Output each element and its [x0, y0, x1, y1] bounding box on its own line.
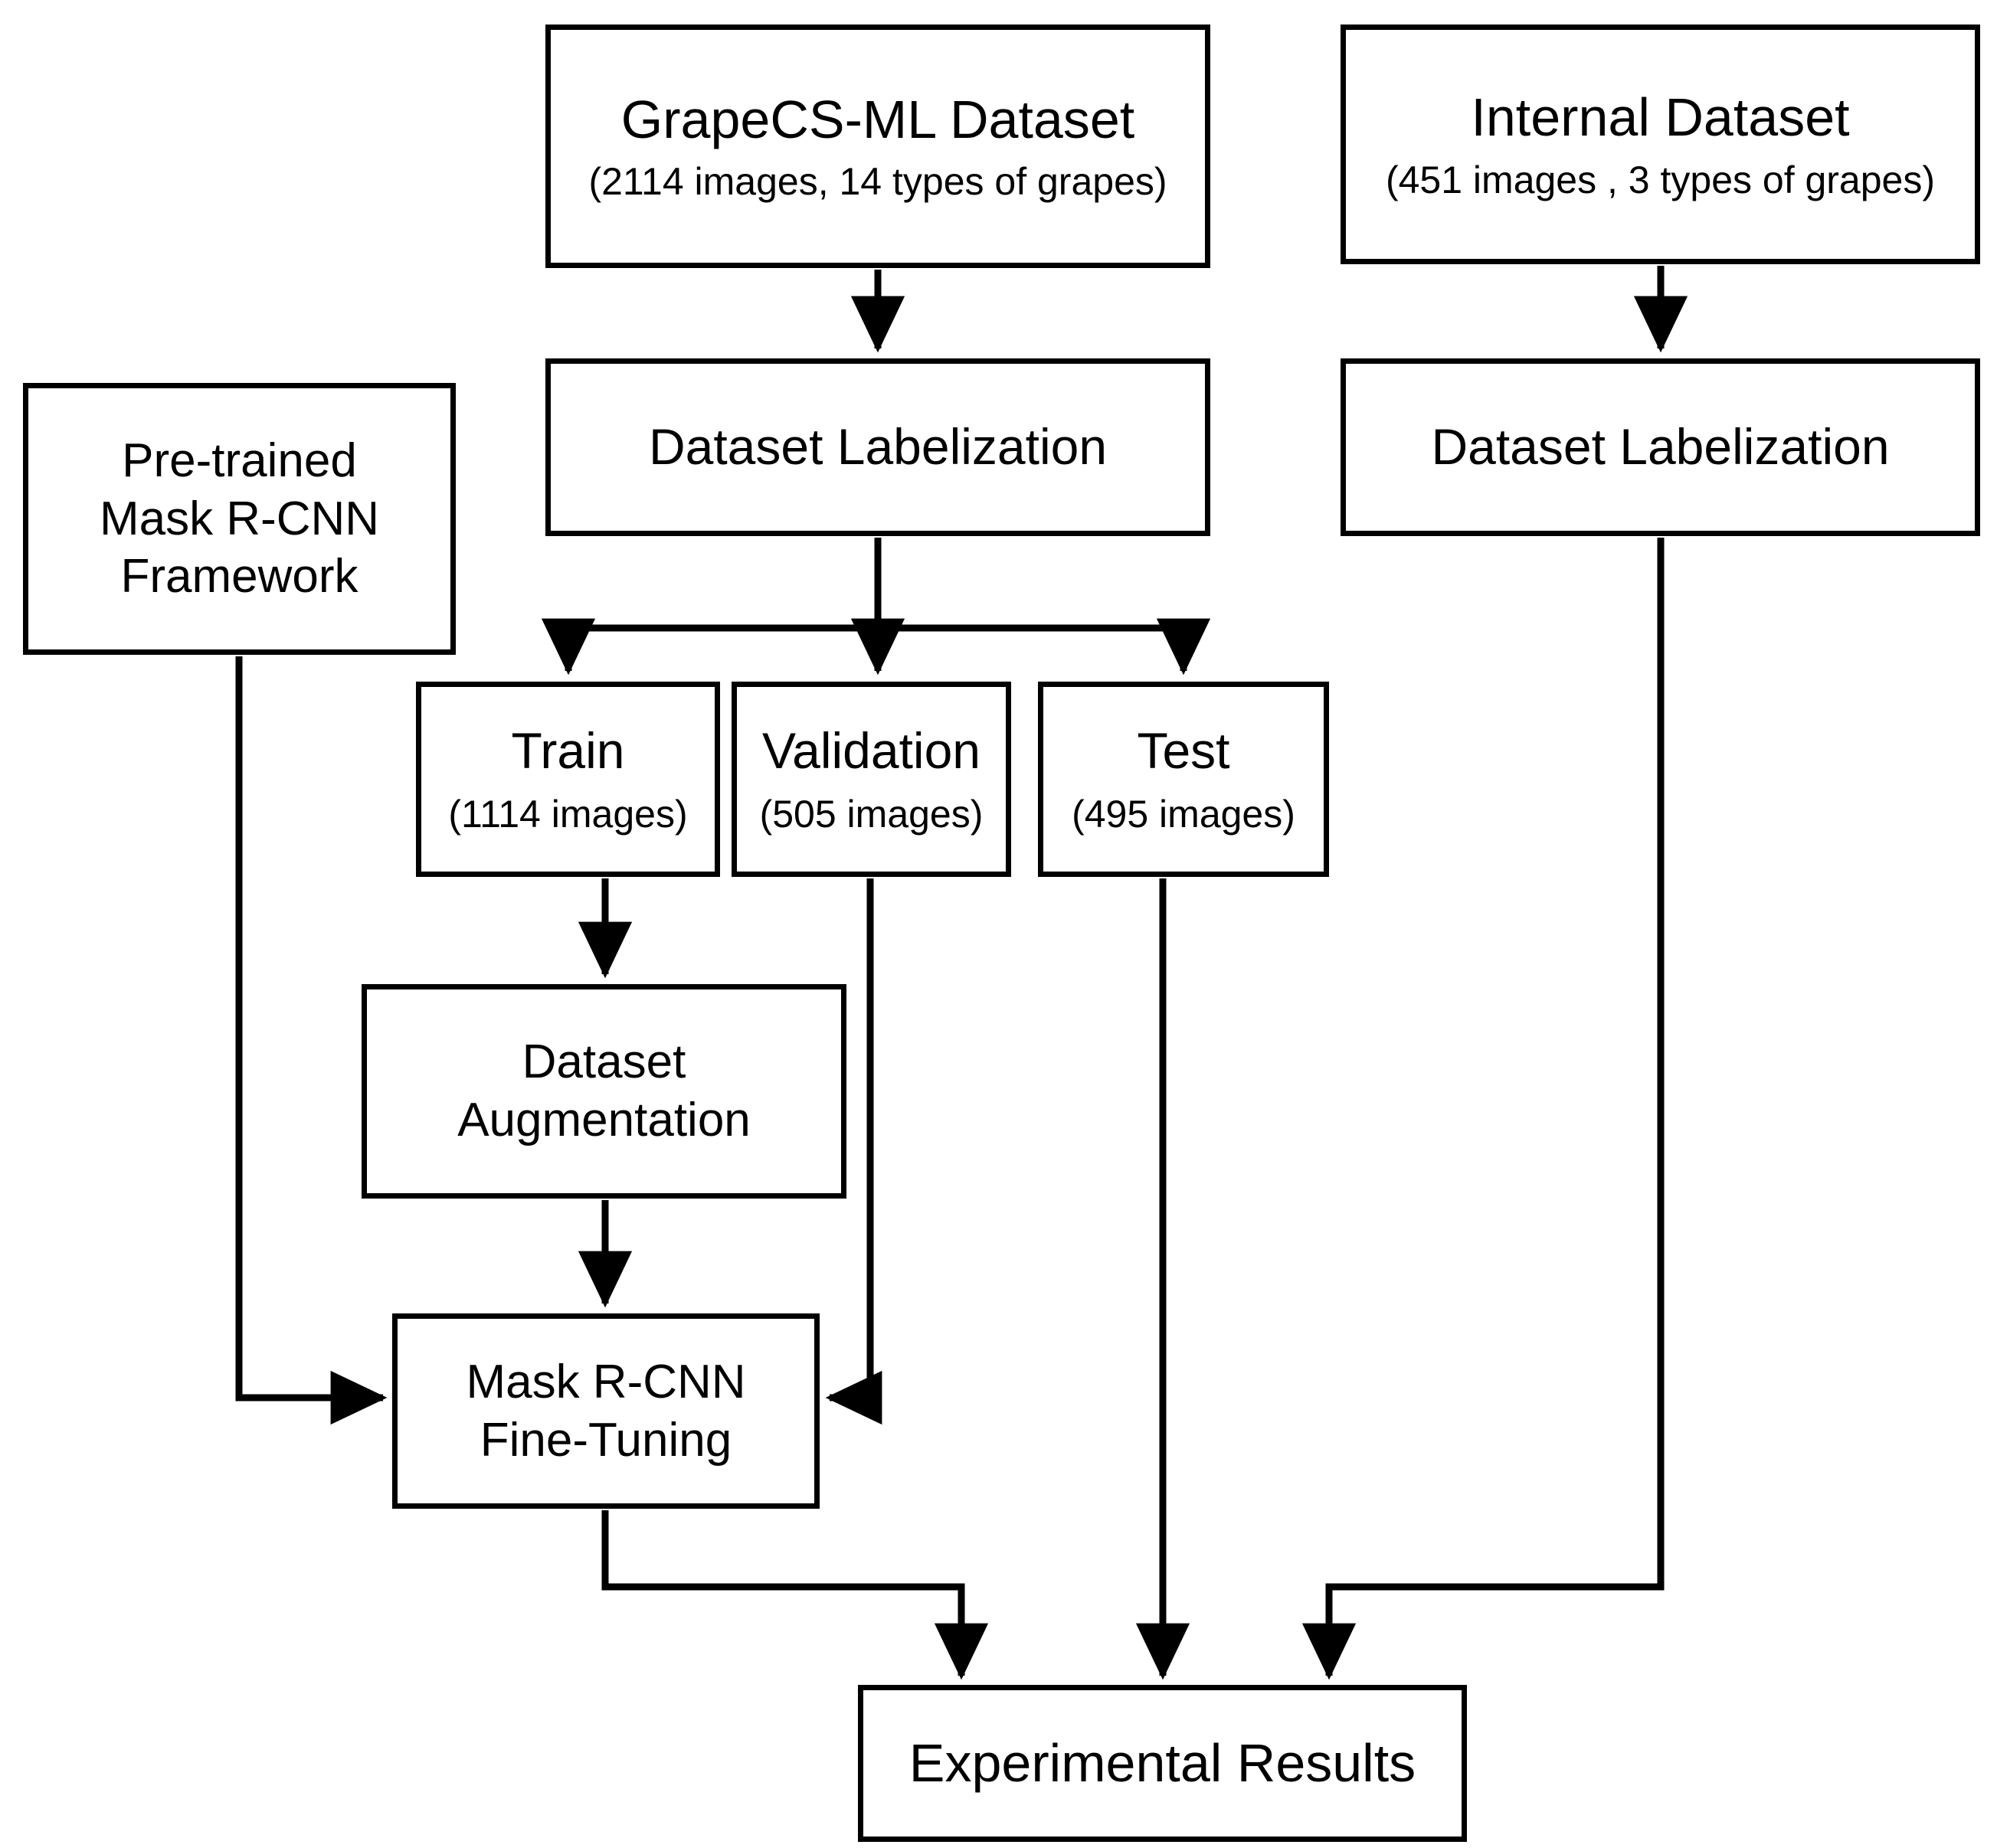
node-dataset-augmentation[interactable]: Dataset Augmentation	[362, 984, 846, 1199]
connector-group	[235, 266, 1688, 1680]
node-grapecs-ml-dataset[interactable]: GrapeCS-ML Dataset (2114 images, 14 type…	[545, 25, 1210, 268]
node-test-split[interactable]: Test (495 images)	[1038, 682, 1329, 877]
node-dataset-labelization-left[interactable]: Dataset Labelization	[545, 358, 1210, 536]
node-dataset-labelization-right[interactable]: Dataset Labelization	[1341, 358, 1980, 536]
node-title: Internal Dataset	[1471, 87, 1850, 148]
node-title-line-2: Mask R-CNN	[99, 492, 380, 545]
node-mask-rcnn-fine-tuning[interactable]: Mask R-CNN Fine-Tuning	[392, 1313, 820, 1509]
node-title-line-2: Fine-Tuning	[480, 1413, 732, 1467]
edge-pretrained-to-finetuning	[235, 656, 388, 1425]
edge-labelization-right-to-results	[1301, 538, 1665, 1680]
node-title: Test	[1137, 721, 1230, 779]
node-title-line-1: Mask R-CNN	[466, 1355, 746, 1408]
edge-validation-to-finetuning	[825, 878, 882, 1425]
node-title: Experimental Results	[908, 1733, 1416, 1794]
node-title: GrapeCS-ML Dataset	[620, 89, 1135, 149]
node-subtitle: (451 images , 3 types of grapes)	[1385, 158, 1936, 201]
node-title: Dataset Labelization	[1431, 418, 1890, 476]
node-title-line-1: Pre-trained	[122, 434, 357, 488]
edge-finetuning-to-results	[601, 1510, 989, 1680]
node-subtitle: (2114 images, 14 types of grapes)	[588, 160, 1167, 204]
node-subtitle: (505 images)	[759, 793, 984, 836]
node-title: Train	[511, 721, 625, 779]
node-title: Dataset Labelization	[648, 418, 1108, 476]
node-subtitle: (495 images)	[1072, 793, 1295, 836]
node-experimental-results[interactable]: Experimental Results	[858, 1685, 1467, 1842]
node-internal-dataset[interactable]: Internal Dataset (451 images , 3 types o…	[1341, 25, 1980, 264]
edge-labelization-to-test	[878, 618, 1211, 675]
node-pretrained-mask-rcnn-framework[interactable]: Pre-trained Mask R-CNN Framework	[23, 383, 456, 655]
node-train-split[interactable]: Train (1114 images)	[416, 682, 720, 877]
node-title-line-1: Dataset	[522, 1035, 686, 1089]
node-validation-split[interactable]: Validation (505 images)	[732, 682, 1011, 877]
node-title: Validation	[762, 721, 980, 779]
node-subtitle: (1114 images)	[448, 793, 688, 836]
node-title-line-2: Augmentation	[457, 1094, 751, 1146]
node-title-line-3: Framework	[120, 550, 358, 603]
edge-labelization-to-train	[541, 538, 882, 675]
